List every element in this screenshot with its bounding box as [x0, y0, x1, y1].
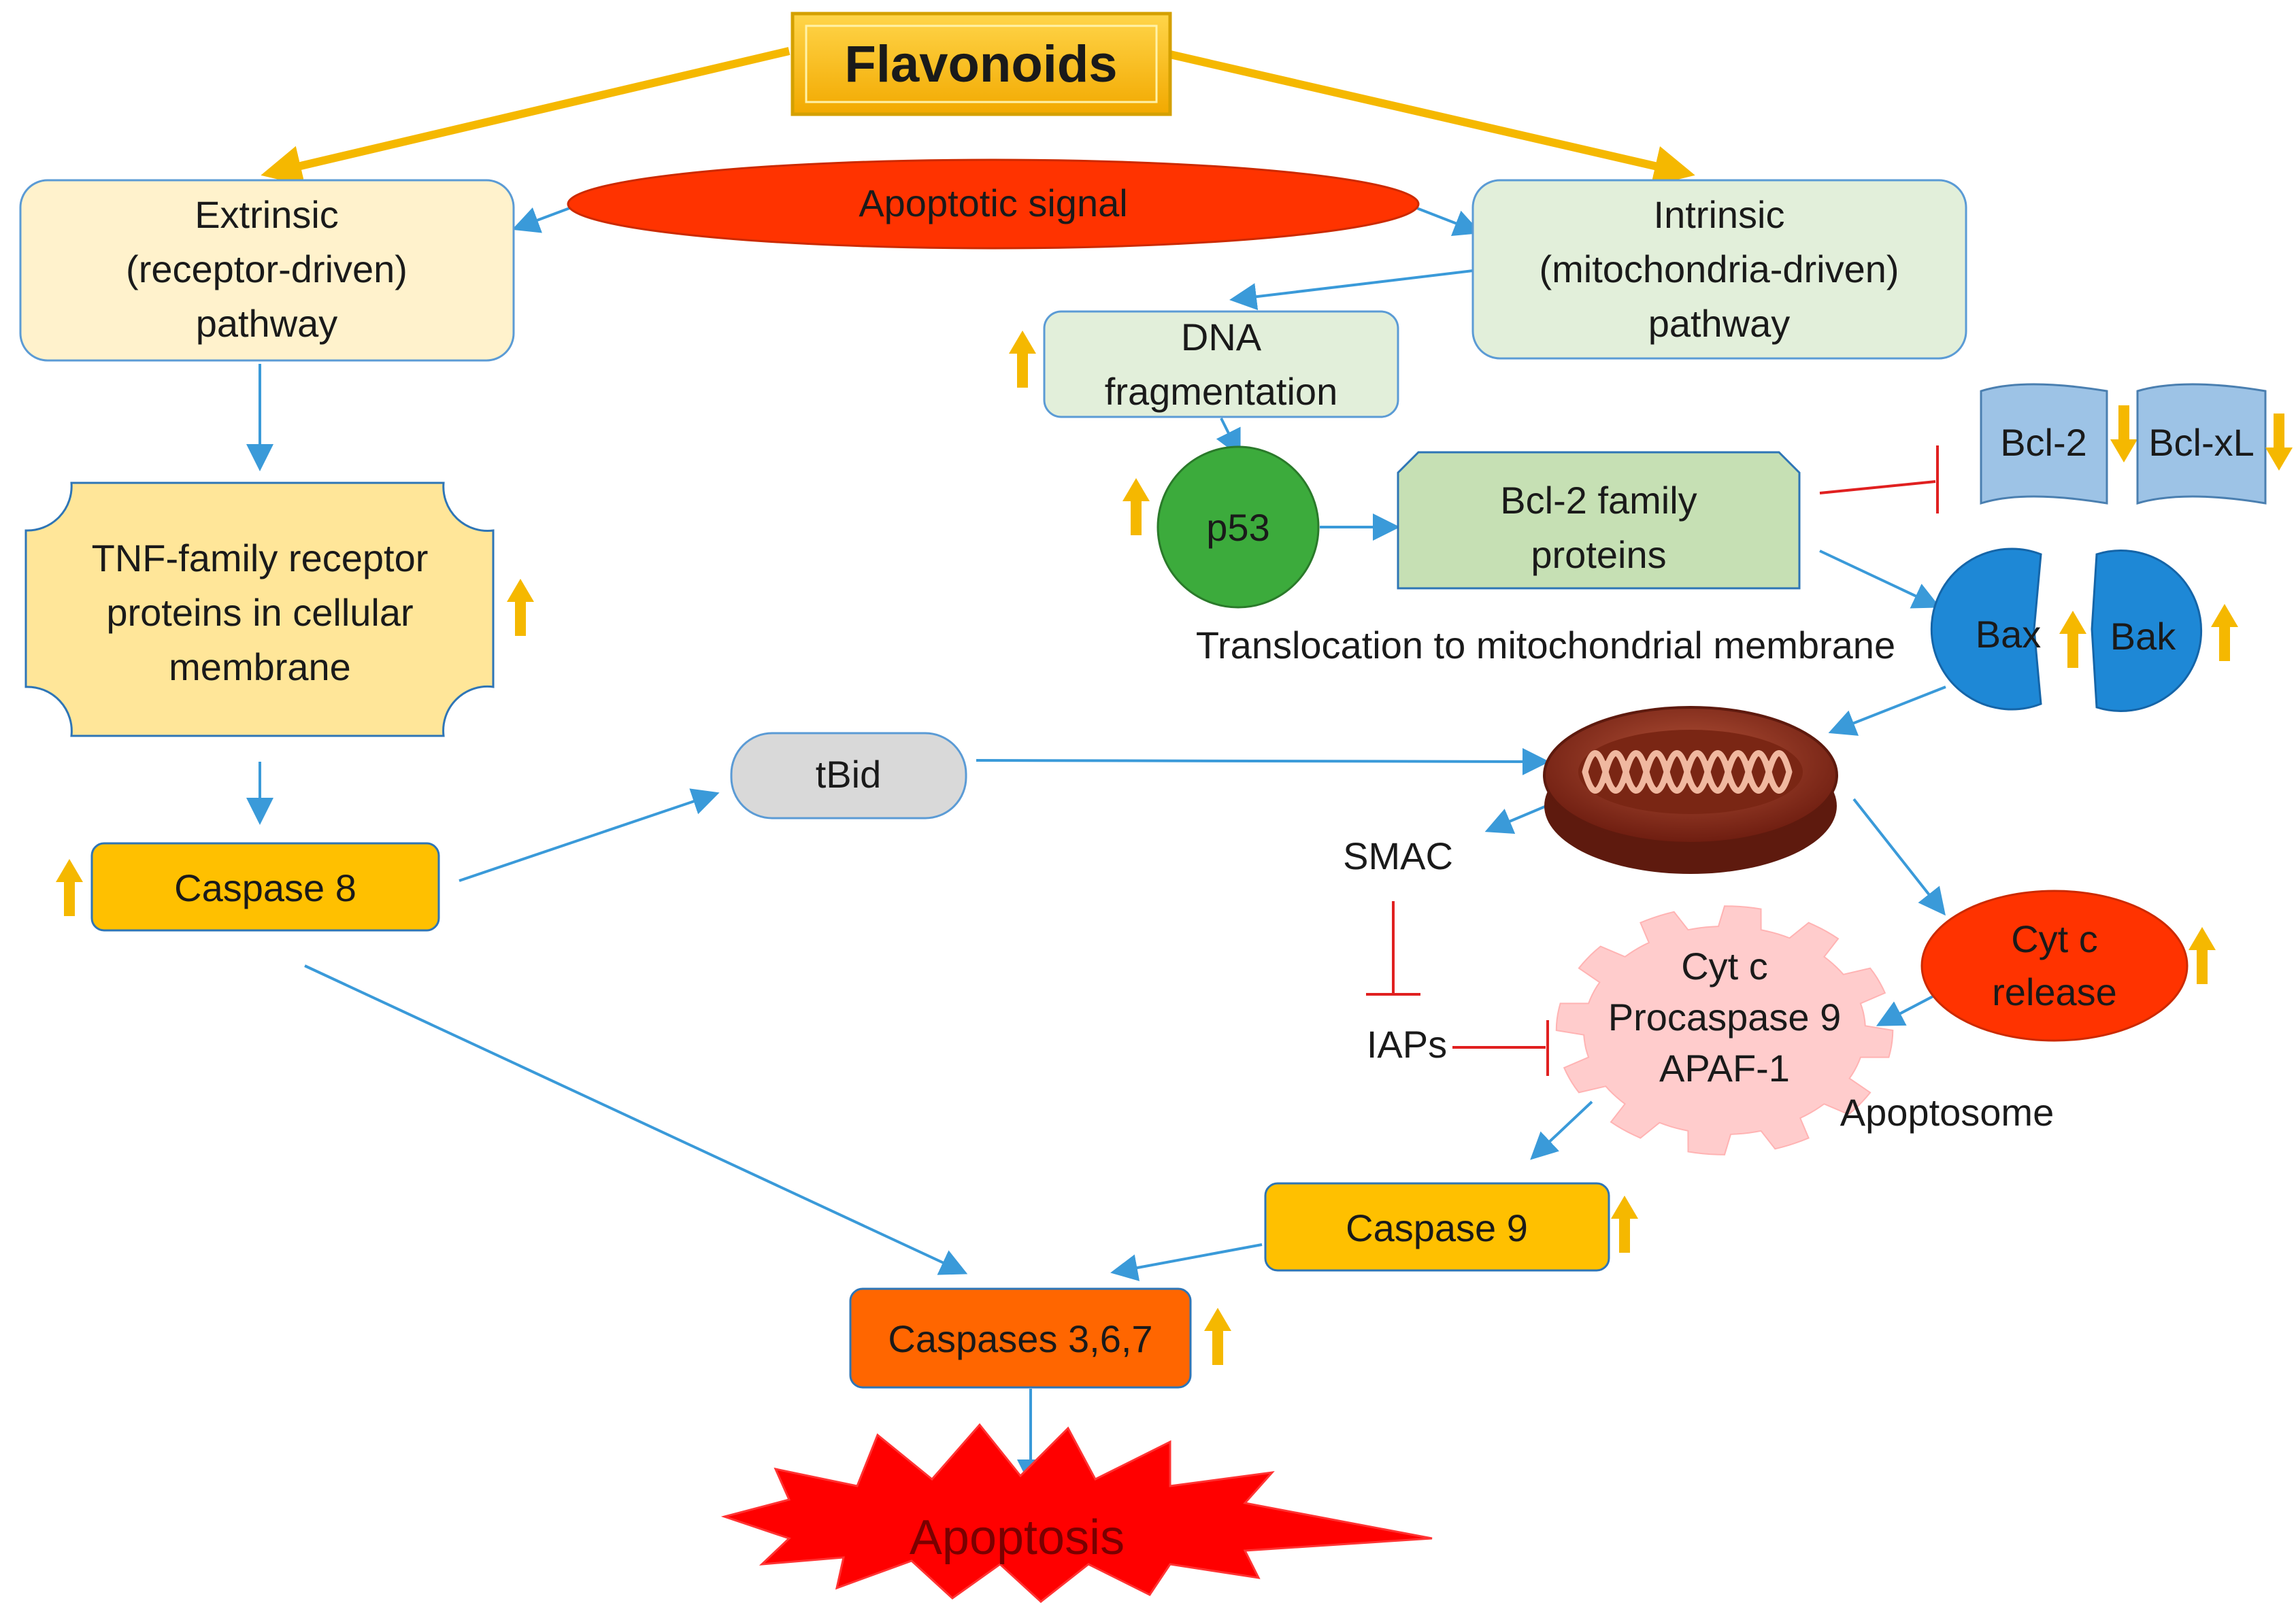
p53-node: p53 — [1157, 445, 1320, 609]
caspase8-up-arrow — [56, 859, 83, 916]
bcl2family-to-baxbak-arrow — [1819, 550, 1941, 609]
mito-to-cytc-arrow — [1852, 798, 1946, 916]
caspases367-up-arrow — [1204, 1308, 1231, 1365]
extrinsic-line-3: pathway — [196, 302, 338, 345]
dna-line-1: DNA — [1181, 316, 1262, 358]
dna-up-arrow — [1009, 331, 1036, 388]
caspase8-node: Caspase 8 — [90, 842, 440, 932]
bclxl-node: Bcl-xL — [2136, 383, 2267, 505]
apoptosis-node: Apoptosis — [720, 1423, 1433, 1603]
caspases367-node: Caspases 3,6,7 — [849, 1287, 1192, 1389]
signal-to-extrinsic-arrow — [512, 206, 572, 233]
p53-label: p53 — [1206, 506, 1269, 549]
intrinsic-line-2: (mitochondria-driven) — [1539, 248, 1899, 290]
signal-to-intrinsic-arrow — [1414, 206, 1482, 237]
caspase8-to-tbid-arrow — [459, 788, 720, 882]
bcl2-node: Bcl-2 — [1980, 383, 2108, 505]
bcl2-family-line-1: Bcl-2 family — [1500, 479, 1697, 522]
tbid-to-mito-arrow — [976, 747, 1550, 775]
apoptosome-to-caspase9-arrow — [1530, 1100, 1593, 1160]
iaps-label: IAPs — [1367, 1023, 1447, 1066]
caspase9-up-arrow — [1611, 1196, 1638, 1253]
apoptosome-shape — [1555, 905, 1894, 1155]
tbid-node: tBid — [730, 732, 967, 820]
apoptotic-signal-node: Apoptotic signal — [567, 158, 1420, 250]
extrinsic-line-1: Extrinsic — [195, 193, 339, 236]
bclxl-down-arrow — [2265, 414, 2293, 471]
bcl2-family-node: Bcl-2 family proteins — [1397, 451, 1801, 590]
apoptosis-label: Apoptosis — [910, 1511, 1125, 1565]
cytc-up-arrow — [2189, 927, 2216, 984]
p53-up-arrow — [1122, 478, 1150, 535]
flavonoids-title: Flavonoids — [844, 35, 1117, 93]
intrinsic-line-1: Intrinsic — [1654, 193, 1785, 236]
caspases367-label: Caspases 3,6,7 — [888, 1317, 1152, 1360]
flavonoid-to-intrinsic-arrow — [1169, 50, 1695, 186]
flavonoid-to-extrinsic-arrow — [261, 47, 791, 186]
bak-label: Bak — [2110, 615, 2176, 658]
tnf-up-arrow — [507, 579, 534, 636]
apoptosome-line-1: Cyt c — [1681, 945, 1768, 988]
extrinsic-pathway-node: Extrinsic (receptor-driven) pathway — [19, 179, 515, 362]
tbid-label: tBid — [816, 753, 882, 796]
apoptosome-node: Cyt c Procaspase 9 APAF-1 — [1555, 905, 1894, 1155]
bcl2-down-arrow — [2110, 405, 2137, 462]
cytc-release-node: Cyt c release — [1920, 890, 2189, 1042]
bcl2family-inhibits-bcl2-line — [1819, 480, 1936, 494]
bcl2-family-line-2: proteins — [1531, 533, 1666, 576]
caspase8-label: Caspase 8 — [174, 866, 356, 909]
intrinsic-to-dna-arrow — [1229, 269, 1474, 311]
caspase9-to-caspases367-arrow — [1110, 1243, 1263, 1281]
caspase8-to-caspases367-arrow — [304, 964, 968, 1275]
tnf-receptor-node: TNF-family receptor proteins in cellular… — [24, 482, 495, 737]
flavonoids-node: Flavonoids — [791, 12, 1172, 116]
mitochondrion — [1543, 706, 1838, 874]
baxbak-to-mito-arrow — [1828, 686, 1946, 736]
smac-label: SMAC — [1343, 834, 1453, 877]
caspase9-node: Caspase 9 — [1264, 1182, 1610, 1272]
bclxl-label: Bcl-xL — [2148, 421, 2255, 464]
tnf-line-3: membrane — [169, 645, 351, 688]
apoptosome-line-2: Procaspase 9 — [1608, 996, 1841, 1039]
intrinsic-line-3: pathway — [1648, 302, 1791, 345]
cytc-release-line-2: release — [1992, 971, 2117, 1013]
intrinsic-pathway-node: Intrinsic (mitochondria-driven) pathway — [1471, 179, 1967, 360]
apoptosis-starburst — [720, 1423, 1433, 1603]
apoptosome-label: Apoptosome — [1840, 1091, 2054, 1134]
bax-up-arrow — [2059, 611, 2086, 668]
apoptotic-signal-label: Apoptotic signal — [859, 182, 1127, 224]
bcl2-label: Bcl-2 — [2000, 421, 2087, 464]
translocation-label: Translocation to mitochondrial membrane — [1196, 624, 1895, 666]
tnf-line-2: proteins in cellular — [106, 591, 413, 634]
caspase9-label: Caspase 9 — [1346, 1207, 1528, 1249]
cytc-release-line-1: Cyt c — [2011, 917, 2098, 960]
bak-node: Bak — [2091, 550, 2203, 712]
apoptosome-line-3: APAF-1 — [1659, 1047, 1790, 1090]
bax-node: Bax — [1930, 547, 2042, 711]
bax-label: Bax — [1976, 613, 2042, 656]
tnf-line-1: TNF-family receptor — [92, 537, 429, 579]
extrinsic-line-2: (receptor-driven) — [126, 248, 407, 290]
dna-fragmentation-node: DNA fragmentation — [1043, 310, 1399, 418]
bak-up-arrow — [2211, 604, 2238, 661]
dna-line-2: fragmentation — [1105, 370, 1337, 413]
